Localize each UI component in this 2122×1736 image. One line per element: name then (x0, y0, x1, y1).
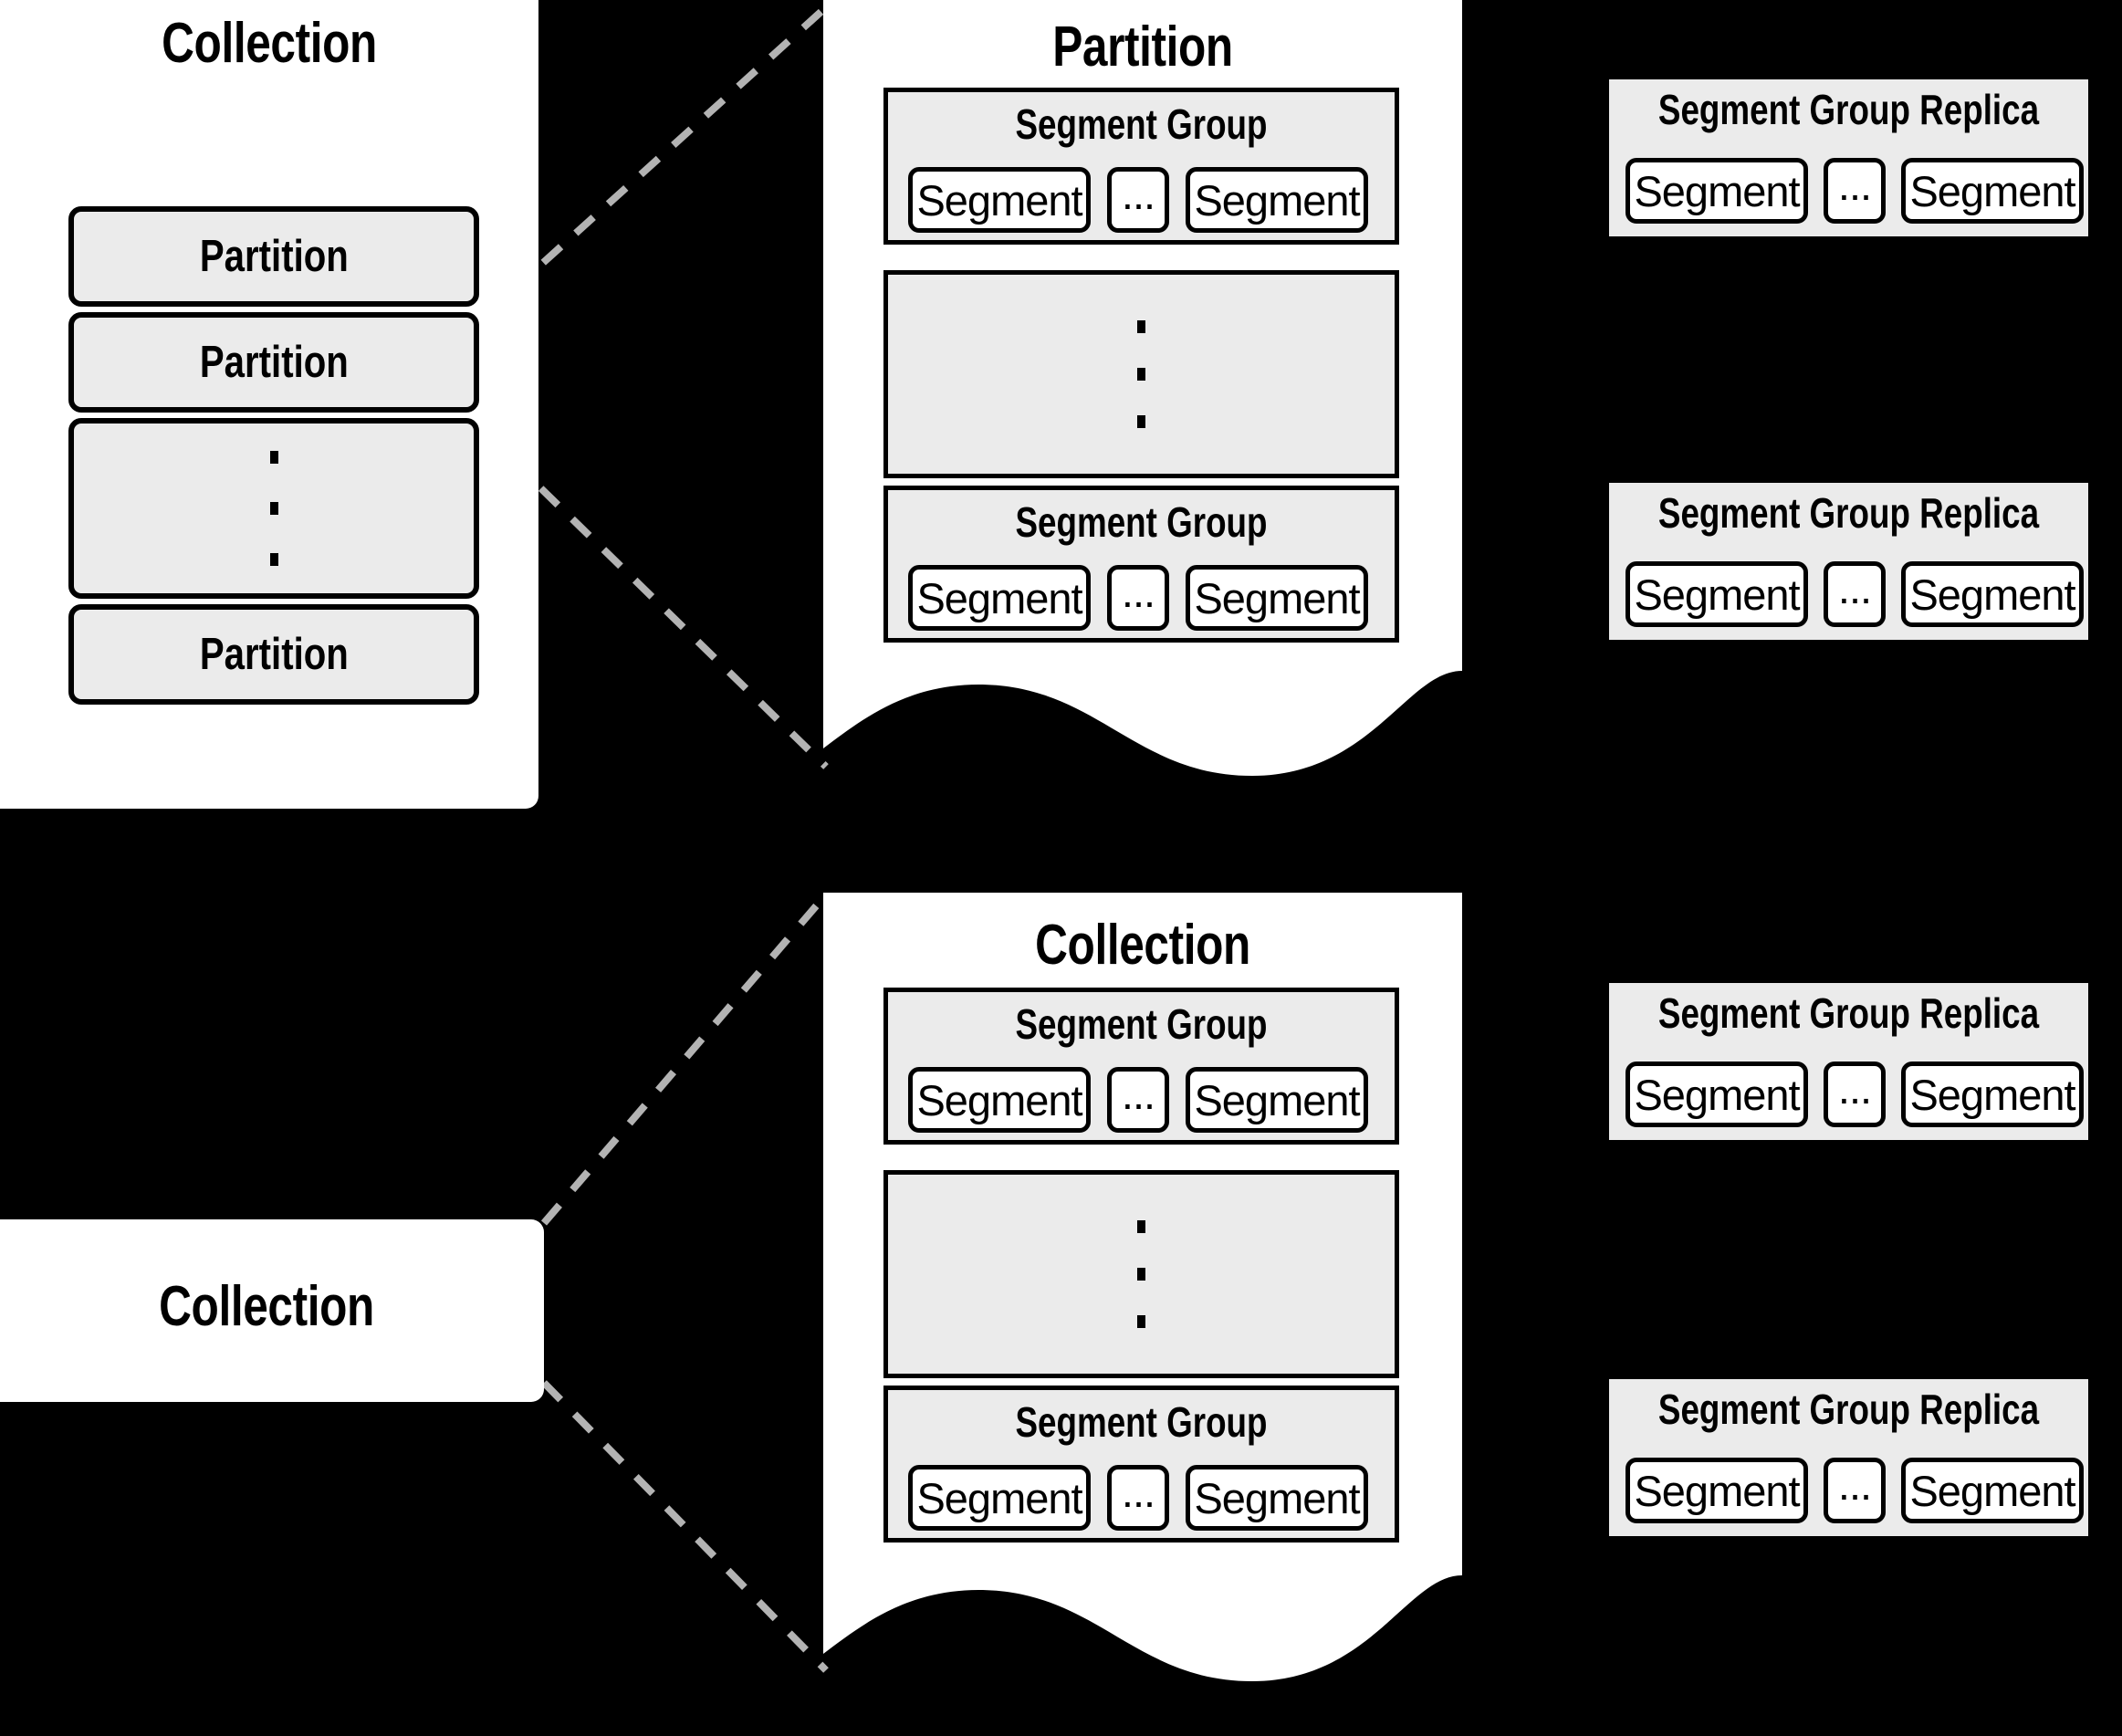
ellipsis-dot (1137, 1315, 1145, 1328)
segment-box[interactable]: Segment (1625, 561, 1808, 627)
ellipsis-dot (269, 451, 278, 464)
segment-group-ellipsis (883, 270, 1399, 478)
partition-ellipsis (68, 418, 479, 599)
segment-group-replica-title: Segment Group Replica (1657, 1386, 2040, 1433)
ellipsis-dot (1137, 368, 1145, 381)
ellipsis-dot (1137, 1268, 1145, 1281)
segment-group-replica[interactable]: Segment Group Replica Segment ... Segmen… (1605, 978, 2093, 1145)
ellipsis-dot (269, 553, 278, 566)
segment-row: Segment ... Segment (1625, 158, 2084, 224)
segment-ellipsis-box: ... (1824, 1061, 1886, 1127)
segment-group-replica-title: Segment Group Replica (1657, 86, 2040, 133)
ellipsis-dot (1137, 415, 1145, 428)
segment-ellipsis-box: ... (1107, 565, 1169, 631)
segment-group-replica[interactable]: Segment Group Replica Segment ... Segmen… (1605, 478, 2093, 644)
partition-label: Partition (199, 630, 349, 679)
partition-label: Partition (199, 232, 349, 281)
segment-row: Segment ... Segment (1625, 561, 2084, 627)
collection-box-title: Collection (159, 1275, 374, 1338)
segment-row: Segment ... Segment (908, 167, 1368, 233)
segment-row: Segment ... Segment (1625, 1458, 2084, 1523)
ellipsis-dot (1137, 1220, 1145, 1233)
segment-group-title: Segment Group (1015, 1000, 1268, 1048)
segment-ellipsis-box: ... (1824, 1458, 1886, 1523)
segment-group[interactable]: Segment Group Segment ... Segment (883, 988, 1399, 1145)
collection-panel-title: Collection (1035, 914, 1250, 977)
segment-row: Segment ... Segment (1625, 1061, 2084, 1127)
segment-group-title: Segment Group (1015, 498, 1268, 546)
partition-panel-title: Partition (1052, 16, 1233, 78)
segment-ellipsis-box: ... (1824, 158, 1886, 224)
segment-box[interactable]: Segment (1625, 1061, 1808, 1127)
segment-group-replica[interactable]: Segment Group Replica Segment ... Segmen… (1605, 1375, 2093, 1541)
partition-row[interactable]: Partition (68, 604, 479, 705)
segment-box[interactable]: Segment (1186, 1465, 1368, 1531)
segment-group[interactable]: Segment Group Segment ... Segment (883, 1386, 1399, 1543)
connector-collection-top (540, 892, 830, 1226)
segment-ellipsis-box: ... (1824, 561, 1886, 627)
connector-collection-bottom (541, 1380, 829, 1673)
segment-group-title: Segment Group (1015, 100, 1268, 148)
ellipsis-dot (269, 502, 278, 515)
segment-ellipsis-box: ... (1107, 1465, 1169, 1531)
ellipsis-dot (1137, 320, 1145, 333)
segment-box[interactable]: Segment (1186, 1067, 1368, 1133)
segment-box[interactable]: Segment (908, 1465, 1091, 1531)
segment-box[interactable]: Segment (1901, 1458, 2084, 1523)
collection-panel-title: Collection (162, 12, 377, 75)
partition-row[interactable]: Partition (68, 206, 479, 307)
segment-group-replica[interactable]: Segment Group Replica Segment ... Segmen… (1605, 75, 2093, 241)
partition-row[interactable]: Partition (68, 312, 479, 413)
segment-group-replica-title: Segment Group Replica (1657, 489, 2040, 537)
segment-group-title: Segment Group (1015, 1398, 1268, 1446)
segment-ellipsis-box: ... (1107, 1067, 1169, 1133)
segment-box[interactable]: Segment (1901, 1061, 2084, 1127)
segment-box[interactable]: Segment (1186, 167, 1368, 233)
segment-group[interactable]: Segment Group Segment ... Segment (883, 486, 1399, 643)
segment-box[interactable]: Segment (908, 1067, 1091, 1133)
segment-group-replica-title: Segment Group Replica (1657, 989, 2040, 1037)
segment-box[interactable]: Segment (1901, 561, 2084, 627)
partition-label: Partition (199, 338, 349, 387)
segment-box[interactable]: Segment (1186, 565, 1368, 631)
segment-row: Segment ... Segment (908, 1465, 1368, 1531)
segment-box[interactable]: Segment (1901, 158, 2084, 224)
segment-box[interactable]: Segment (1625, 1458, 1808, 1523)
segment-box[interactable]: Segment (908, 167, 1091, 233)
segment-group[interactable]: Segment Group Segment ... Segment (883, 88, 1399, 245)
collection-box-bottom[interactable]: Collection (0, 1219, 544, 1402)
segment-box[interactable]: Segment (1625, 158, 1808, 224)
segment-row: Segment ... Segment (908, 1067, 1368, 1133)
segment-box[interactable]: Segment (908, 565, 1091, 631)
segment-row: Segment ... Segment (908, 565, 1368, 631)
segment-ellipsis-box: ... (1107, 167, 1169, 233)
segment-group-ellipsis (883, 1170, 1399, 1378)
